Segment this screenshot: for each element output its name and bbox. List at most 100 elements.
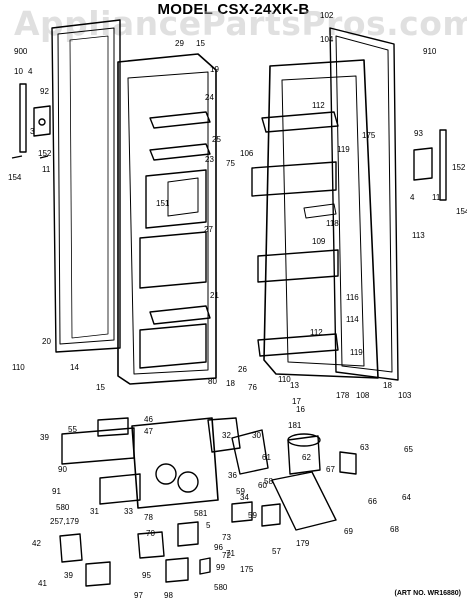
freezer-bin	[139, 323, 207, 369]
part-number-label: 59	[236, 487, 245, 496]
part-number-label: 16	[296, 405, 305, 414]
door-shelf	[261, 111, 339, 133]
part-number-label: 118	[326, 219, 339, 228]
part-number-label: 41	[38, 579, 47, 588]
diagram-title: MODEL CSX-24XK-B	[157, 1, 310, 18]
hinge-bracket	[33, 105, 51, 137]
part-number-label: 70	[146, 529, 155, 538]
art-number: (ART NO. WR16880)	[394, 590, 461, 597]
part-number-label: 55	[68, 425, 77, 434]
freezer-shelf	[149, 111, 211, 129]
part-number-label: 91	[52, 487, 61, 496]
part-number-label: 21	[210, 291, 219, 300]
part-number-label: 58	[264, 477, 273, 486]
part-number-label: 4	[410, 193, 415, 202]
freezer-shelf	[149, 143, 211, 161]
part-number-label: 10	[14, 67, 23, 76]
part-number-label: 580	[214, 583, 228, 592]
part-number-label: 90	[58, 465, 67, 474]
part-number-label: 60	[258, 481, 267, 490]
dispenser-housing	[131, 417, 219, 509]
part-number-label: 15	[96, 383, 105, 392]
part-number-label: 29	[175, 39, 184, 48]
freezer-door-liner	[117, 53, 217, 385]
part-number-label: 910	[423, 47, 437, 56]
part-number-label: 181	[288, 421, 302, 430]
part-number-label: 26	[238, 365, 247, 374]
hinge-bar	[19, 83, 27, 153]
ice-bucket	[287, 435, 321, 475]
part-number-label: 46	[144, 415, 153, 424]
part-number-label: 116	[346, 293, 359, 302]
part-number-label: 151	[156, 199, 170, 208]
door-bin	[257, 249, 339, 283]
part-number-label: 20	[42, 337, 51, 346]
part-number-label: 80	[208, 377, 217, 386]
part-number-label: 152	[452, 163, 466, 172]
part-number-label: 175	[240, 565, 254, 574]
part-number-label: 61	[262, 453, 271, 462]
auger-motor	[271, 471, 337, 531]
part-number-label: 72	[222, 551, 231, 560]
part-number-label: 99	[216, 563, 225, 572]
part-number-label: 98	[164, 591, 173, 600]
part-number-label: 580	[56, 503, 70, 512]
part-number-label: 103	[398, 391, 412, 400]
freezer-shelf	[149, 305, 211, 325]
part-number-label: 154	[456, 207, 467, 216]
ice-dispenser-recess	[145, 169, 207, 229]
part-number-label: 71	[226, 549, 235, 558]
part-number-label: 108	[356, 391, 370, 400]
part-number-label: 179	[296, 539, 310, 548]
junction-box	[85, 561, 111, 587]
part-number-label: 4	[28, 67, 33, 76]
part-number-label: 33	[124, 507, 133, 516]
part-number-label: 112	[310, 328, 323, 337]
part-number-label: 25	[212, 135, 221, 144]
part-number-label: 68	[390, 525, 399, 534]
freezer-bin	[139, 231, 207, 289]
part-number-label: 23	[205, 155, 214, 164]
part-number-label: 75	[226, 159, 235, 168]
part-number-label: 11	[42, 165, 51, 174]
part-number-label: 47	[144, 427, 153, 436]
part-number-label: 3	[30, 127, 35, 136]
part-number-label: 119	[337, 145, 350, 154]
part-number-label: 24	[205, 93, 214, 102]
part-number-label: 11	[432, 193, 441, 202]
part-number-label: 39	[64, 571, 73, 580]
part-number-label: 178	[336, 391, 350, 400]
part-number-label: 36	[228, 471, 237, 480]
part-number-label: 113	[412, 231, 425, 240]
part-number-label: 109	[312, 237, 326, 246]
part-number-label: 152	[38, 149, 52, 158]
part-number-label: 13	[290, 381, 299, 390]
part-number-label: 76	[248, 383, 257, 392]
dairy-compartment	[251, 161, 337, 197]
part-number-label: 63	[360, 443, 369, 452]
part-number-label: 17	[292, 397, 301, 406]
freezer-door-outer-panel	[51, 19, 121, 353]
part-number-label: 93	[414, 129, 423, 138]
part-number-label: 34	[240, 493, 249, 502]
part-number-label: 15	[196, 39, 205, 48]
part-number-label: 106	[240, 149, 254, 158]
part-number-label: 257,179	[50, 517, 79, 526]
part-number-label: 66	[368, 497, 377, 506]
fresh-food-door-liner	[263, 59, 379, 379]
part-number-label: 114	[346, 315, 359, 324]
fresh-food-door-outer-panel	[329, 27, 399, 381]
part-number-label: 900	[14, 47, 28, 56]
part-number-label: 119	[350, 348, 363, 357]
part-number-label: 14	[70, 363, 79, 372]
part-number-label: 65	[404, 445, 413, 454]
part-number-label: 73	[222, 533, 231, 542]
part-number-label: 64	[402, 493, 411, 502]
part-number-label: 19	[210, 65, 219, 74]
part-number-label: 30	[252, 431, 261, 440]
part-number-label: 102	[320, 11, 334, 20]
part-number-label: 27	[204, 225, 213, 234]
part-number-label: 110	[278, 375, 291, 384]
